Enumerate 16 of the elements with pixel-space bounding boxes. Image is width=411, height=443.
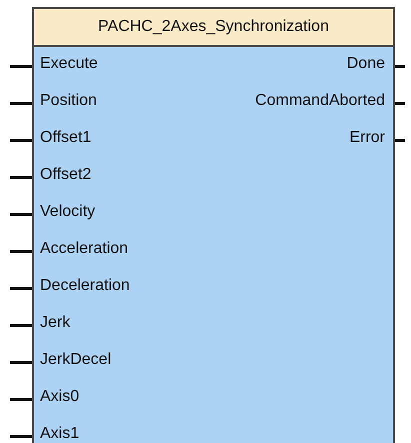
block-title: PACHC_2Axes_Synchronization (34, 9, 393, 47)
input-pin-name: Acceleration (40, 239, 128, 259)
output-pin-name: Done (346, 54, 385, 74)
input-pin-name: Axis0 (40, 387, 80, 407)
output-pin-name: CommandAborted (255, 91, 385, 111)
input-pin-name: Execute (40, 54, 98, 74)
output-pin-name: Error (349, 128, 385, 148)
input-pin-name: Offset1 (40, 128, 92, 148)
input-pin-name: Jerk (40, 313, 70, 333)
input-pin-name: Axis1 (40, 424, 80, 443)
input-pin-name: Deceleration (40, 276, 130, 296)
input-pin-name: JerkDecel (40, 350, 112, 370)
function-block (32, 7, 395, 443)
input-pin-name: Velocity (40, 202, 96, 222)
input-pin-name: Position (40, 91, 97, 111)
input-pin-name: Offset2 (40, 165, 92, 185)
